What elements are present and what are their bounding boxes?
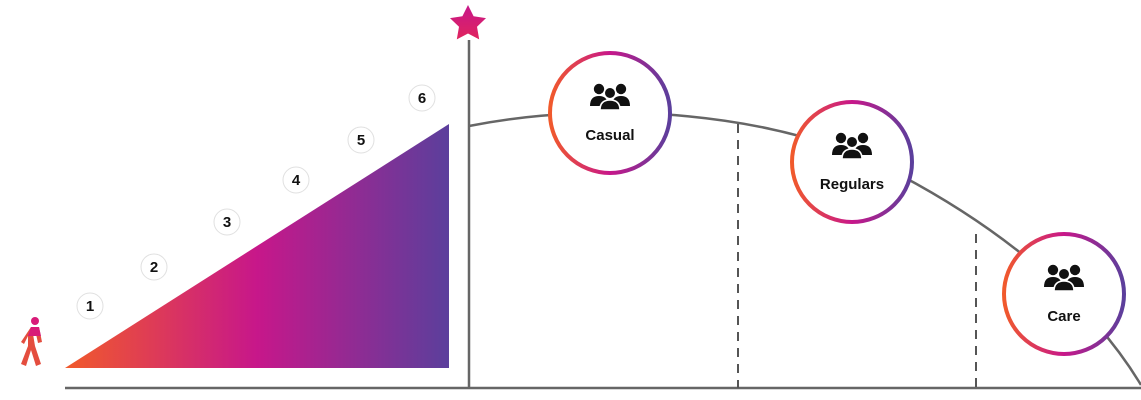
step-number: 3: [223, 214, 231, 231]
stage-casual: Casual: [548, 51, 672, 175]
walking-person-icon: [21, 317, 42, 366]
stage-label: Regulars: [820, 176, 884, 193]
star-icon: [450, 5, 486, 40]
growth-triangle: [65, 124, 449, 368]
step-4: 4: [282, 166, 310, 194]
step-2: 2: [140, 253, 168, 281]
stage-regulars: Regulars: [790, 100, 914, 224]
step-number: 2: [150, 259, 158, 276]
step-number: 5: [357, 132, 365, 149]
stage-care: Care: [1002, 232, 1126, 356]
stage-label: Casual: [585, 127, 634, 144]
step-3: 3: [213, 208, 241, 236]
step-number: 6: [418, 90, 426, 107]
stage-label: Care: [1047, 308, 1080, 325]
step-6: 6: [408, 84, 436, 112]
step-number: 1: [86, 298, 94, 315]
step-number: 4: [292, 172, 301, 189]
step-5: 5: [347, 126, 375, 154]
step-1: 1: [76, 292, 104, 320]
